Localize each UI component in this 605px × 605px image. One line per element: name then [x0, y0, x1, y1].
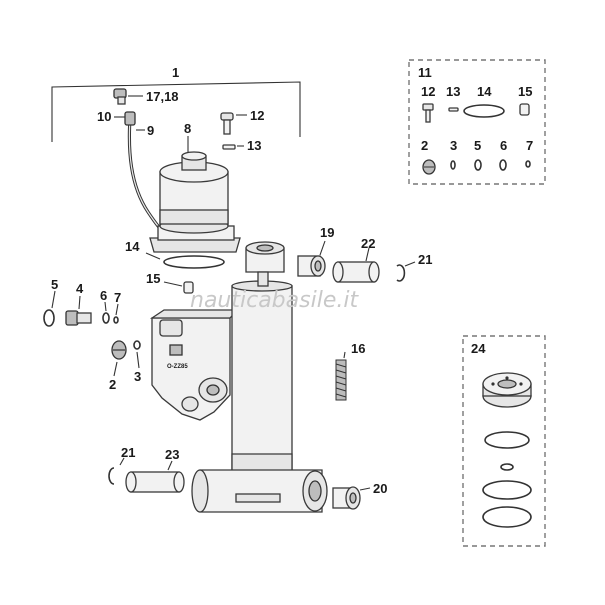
callout-2: 2 — [109, 377, 116, 392]
kit-11-label-5: 5 — [474, 138, 481, 153]
callout-20: 20 — [373, 481, 387, 496]
screw-12: 12 — [220, 108, 264, 135]
clip-21-top: 21 — [396, 252, 432, 282]
bushing-19: 19 — [297, 225, 334, 277]
kit-11-label-3: 3 — [450, 138, 457, 153]
fitting-4: 4 — [65, 281, 92, 326]
callout-6: 6 — [100, 288, 107, 303]
kit-24-title: 24 — [471, 341, 486, 356]
kit-11-label-2: 2 — [421, 138, 428, 153]
callout-19: 19 — [320, 225, 334, 240]
kit-11-label-14: 14 — [477, 84, 492, 99]
callout-12: 12 — [250, 108, 264, 123]
callout-14: 14 — [125, 239, 140, 254]
watermark-text: nauticabasile.it — [190, 288, 359, 313]
callout-4: 4 — [76, 281, 84, 296]
spring-16: 16 — [335, 341, 365, 401]
bushing-20: 20 — [332, 481, 387, 510]
o-ring-5: 5 — [43, 277, 58, 327]
motor-wire: 10 9 — [97, 109, 169, 238]
kit-11-label-6: 6 — [500, 138, 507, 153]
callout-1: 1 — [172, 65, 179, 80]
tilt-cylinder — [191, 241, 328, 513]
connector-17-18: 17,18 — [113, 88, 179, 105]
callout-5: 5 — [51, 277, 58, 292]
clip-21-bottom: 21 — [108, 445, 135, 485]
o-ring-3: 3 — [133, 340, 141, 384]
callout-10: 10 — [97, 109, 111, 124]
kit-11-label-15: 15 — [518, 84, 532, 99]
plug-2: 2 — [109, 340, 127, 392]
pump-housing: O-ZZ85 — [149, 309, 240, 421]
housing-stamp: O-ZZ85 — [167, 364, 188, 370]
callout-21-bottom: 21 — [121, 445, 135, 460]
kit-24-box: 24 — [462, 335, 546, 547]
o-ring-6: 6 — [100, 288, 110, 324]
callout-3: 3 — [134, 369, 141, 384]
o-ring-7: 7 — [113, 290, 121, 324]
callout-21-top: 21 — [418, 252, 432, 267]
valve-15: 15 — [146, 271, 194, 294]
o-ring-14: 14 — [125, 239, 225, 269]
pin-23: 23 — [125, 447, 185, 493]
pin-22: 22 — [332, 236, 380, 283]
callout-23: 23 — [165, 447, 179, 462]
motor-8: 8 — [149, 121, 241, 253]
kit-11-label-12: 12 — [421, 84, 435, 99]
kit-11-label-7: 7 — [526, 138, 533, 153]
kit-11-title: 11 — [418, 65, 432, 80]
callout-22: 22 — [361, 236, 375, 251]
callout-9: 9 — [147, 123, 154, 138]
assembly-bracket-1: 1 — [51, 65, 301, 142]
callout-17-18: 17,18 — [146, 89, 179, 104]
callout-15: 15 — [146, 271, 160, 286]
kit-11-box: 11 12 13 14 15 2 3 5 6 7 — [408, 59, 546, 185]
pin-13: 13 — [222, 138, 261, 153]
callout-8: 8 — [184, 121, 191, 136]
kit-11-label-13: 13 — [446, 84, 460, 99]
callout-16: 16 — [351, 341, 365, 356]
callout-7: 7 — [114, 290, 121, 305]
callout-13: 13 — [247, 138, 261, 153]
